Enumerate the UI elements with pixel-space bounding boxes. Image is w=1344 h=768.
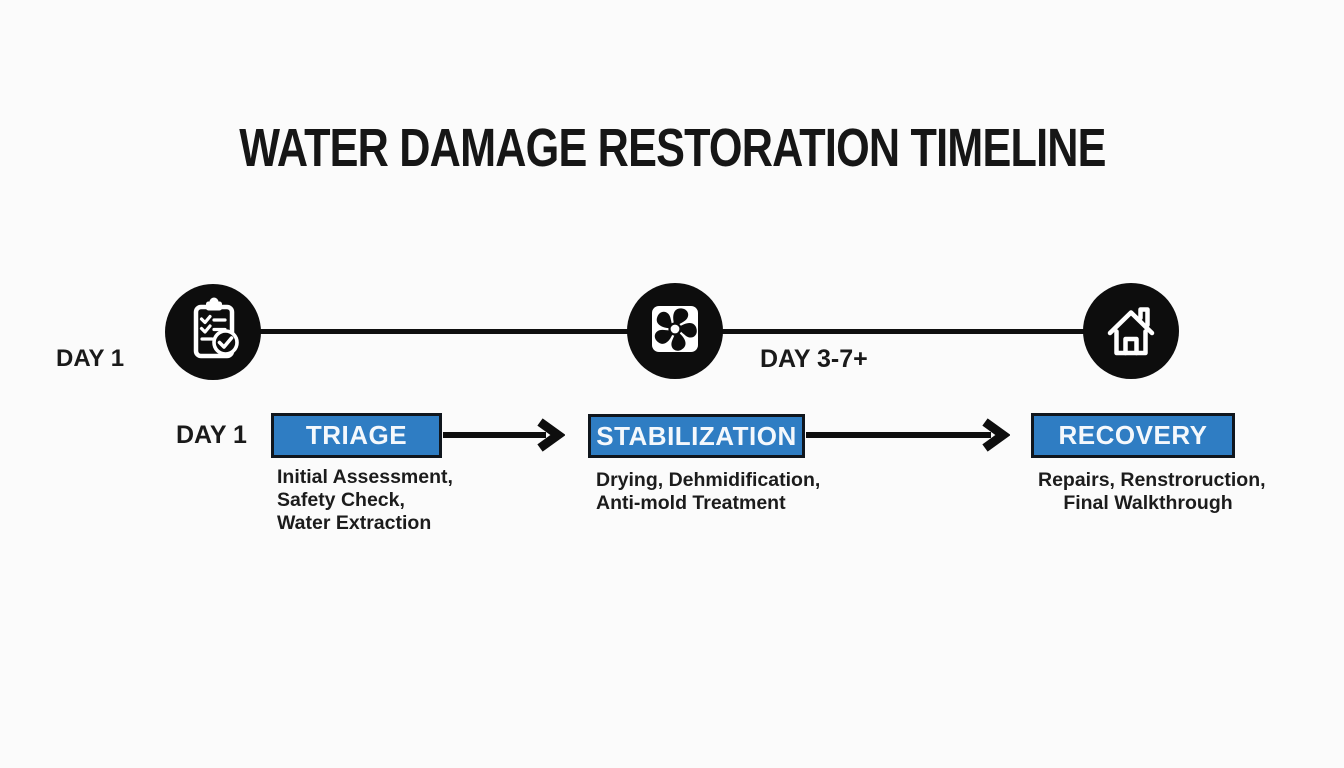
phase-box-triage-label: TRIAGE — [305, 420, 408, 450]
timeline-day37-label: DAY 3-7+ — [760, 345, 868, 373]
milestone-drying — [627, 283, 723, 379]
milestone-recovery — [1083, 283, 1179, 379]
milestone-assessment — [165, 284, 261, 380]
phase-box-stabilization: STABILIZATION — [588, 414, 805, 458]
arrow-right-icon — [806, 417, 1011, 458]
phase-box-triage: TRIAGE — [271, 413, 442, 458]
house-icon — [1083, 281, 1179, 382]
phase-desc-line: Drying, Dehmidification, — [596, 469, 821, 491]
phase-box-recovery: RECOVERY — [1031, 413, 1235, 458]
phase-desc-line: Water Extraction — [277, 512, 432, 534]
phase-desc-triage: Initial Assessment, Safety Check, Water … — [277, 466, 453, 535]
fan-icon — [627, 281, 723, 382]
phase-desc-stabilization: Drying, Dehmidification, Anti-mold Treat… — [596, 469, 820, 515]
phase-desc-recovery: Repairs, Renstroruction, Final Walkthrou… — [1038, 469, 1266, 515]
page-title-text: WATER DAMAGE RESTORATION TIMELINE — [238, 118, 1106, 178]
page-title: WATER DAMAGE RESTORATION TIMELINE — [0, 116, 1344, 187]
timeline-day1-label: DAY 1 — [56, 345, 125, 372]
phase-desc-line: Repairs, Renstroruction, — [1038, 469, 1266, 491]
phase-desc-line: Initial Assessment, — [277, 466, 453, 488]
phase-box-recovery-label: RECOVERY — [1058, 420, 1208, 450]
phase-desc-line: Safety Check, — [277, 489, 405, 511]
phase-box-stabilization-label: STABILIZATION — [596, 420, 797, 451]
arrow-right-icon — [443, 417, 566, 458]
phase-desc-line: Final Walkthrough — [1063, 492, 1233, 514]
phase-row-day-label: DAY 1 — [176, 421, 247, 449]
clipboard-check-icon — [165, 282, 261, 383]
phase-desc-line: Anti-mold Treatment — [596, 492, 786, 514]
